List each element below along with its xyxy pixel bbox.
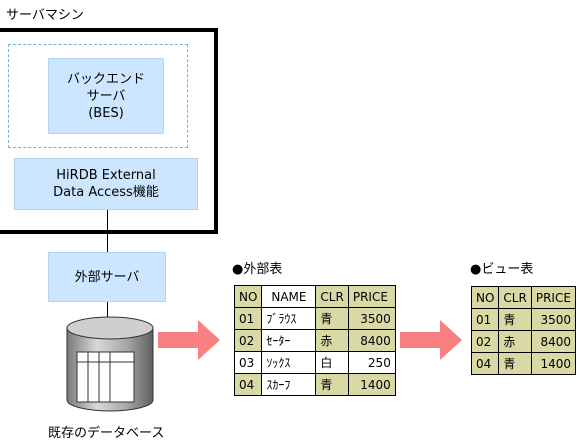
table-cell: 赤 (315, 329, 349, 352)
bes-region (8, 44, 188, 148)
header-cell: CLR (315, 285, 349, 308)
view-table: NO CLR PRICE 01 青 3500 02 赤 8400 04 青 14… (470, 286, 576, 375)
table-cell: 1400 (530, 352, 576, 375)
header-cell: PRICE (530, 286, 576, 309)
server-machine-label: サーバマシン (6, 8, 84, 23)
table-header-row: NO NAME CLR PRICE (233, 285, 396, 308)
view-table-title: ●ビュー表 (470, 262, 534, 277)
table-row: 02 ｾｰﾀｰ 赤 8400 (233, 329, 396, 352)
arrow-right-icon (158, 320, 220, 360)
bes-label-line1: バックエンド (66, 71, 145, 87)
bes-label-line2: サーバ (86, 88, 126, 104)
table-cell: 赤 (498, 330, 532, 353)
database-icon (66, 316, 154, 412)
external-table-title: ●外部表 (232, 262, 283, 277)
table-cell: 02 (470, 330, 500, 353)
table-cell: ｿｯｸｽ (261, 351, 317, 374)
table-row: 01 ﾌﾞﾗｳｽ 青 3500 (233, 307, 396, 330)
table-cell: 青 (498, 352, 532, 375)
table-cell: 3500 (530, 308, 576, 331)
table-row: 04 ｽｶｰﾌ 青 1400 (233, 373, 396, 396)
table-row: 01 青 3500 (470, 308, 576, 331)
foreign-server-label: 外部サーバ (74, 269, 140, 285)
arrow-right-icon (400, 320, 462, 360)
hirdb-label-line2: Data Access機能 (53, 185, 159, 200)
table-row: 04 青 1400 (470, 352, 576, 375)
database-label: 既存のデータベース (48, 426, 165, 441)
table-cell: 青 (498, 308, 532, 331)
table-cell: 04 (470, 352, 500, 375)
table-row: 03 ｿｯｸｽ 白 250 (233, 351, 396, 374)
table-cell: 青 (315, 373, 349, 396)
table-cell: 250 (347, 351, 396, 374)
hirdb-label-line1: HiRDB External (56, 168, 156, 183)
bes-box: バックエンド サーバ (BES) (48, 58, 164, 134)
header-cell: PRICE (347, 285, 396, 308)
table-cell: ﾌﾞﾗｳｽ (261, 307, 317, 330)
header-cell: NO (470, 286, 500, 309)
table-cell: 01 (470, 308, 500, 331)
table-cell: 白 (315, 351, 349, 374)
foreign-server-box: 外部サーバ (48, 252, 166, 302)
connector-foreign-to-db (107, 302, 108, 320)
table-cell: 8400 (347, 329, 396, 352)
table-cell: 3500 (347, 307, 396, 330)
table-cell: 1400 (347, 373, 396, 396)
header-cell: NAME (261, 285, 317, 308)
header-cell: NO (233, 285, 263, 308)
external-table: NO NAME CLR PRICE 01 ﾌﾞﾗｳｽ 青 3500 02 ｾｰﾀ… (233, 285, 396, 396)
table-cell: ｾｰﾀｰ (261, 329, 317, 352)
table-cell: 8400 (530, 330, 576, 353)
server-machine-frame (0, 28, 218, 234)
bes-label-line3: (BES) (88, 105, 124, 121)
table-cell: 青 (315, 307, 349, 330)
table-header-row: NO CLR PRICE (470, 286, 576, 309)
table-cell: 04 (233, 373, 263, 396)
table-row: 02 赤 8400 (470, 330, 576, 353)
table-cell: ｽｶｰﾌ (261, 373, 317, 396)
hirdb-external-data-access-box: HiRDB External Data Access機能 (14, 158, 198, 210)
table-cell: 01 (233, 307, 263, 330)
connector-hirdb-to-foreign (107, 210, 108, 252)
table-cell: 02 (233, 329, 263, 352)
header-cell: CLR (498, 286, 532, 309)
table-cell: 03 (233, 351, 263, 374)
